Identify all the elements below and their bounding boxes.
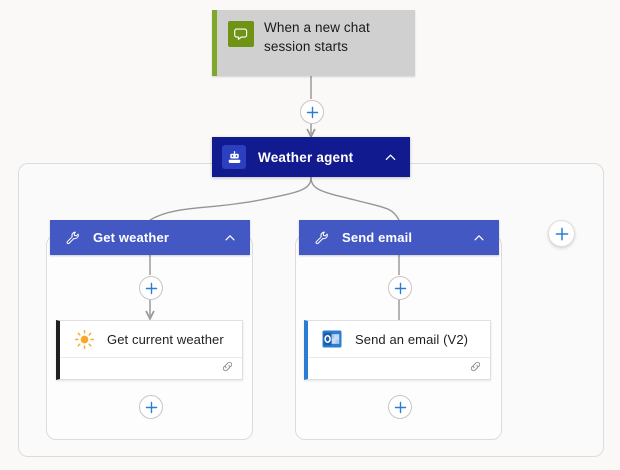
tool-node-send-email[interactable]: Send email [299,220,499,255]
wrench-icon [64,229,82,247]
chevron-up-icon[interactable] [383,150,398,165]
action-card-footer [60,357,242,379]
trigger-card[interactable]: When a new chat session starts [212,10,415,76]
add-step-in-get-weather-button[interactable] [139,276,163,300]
chevron-up-icon[interactable] [223,231,237,245]
action-card-get-current-weather[interactable]: Get current weather [56,320,243,380]
chat-bubble-icon [228,21,254,47]
agent-node-weather-agent[interactable]: Weather agent [212,137,410,177]
add-step-below-get-weather-button[interactable] [139,395,163,419]
action-card-send-an-email[interactable]: Send an email (V2) [304,320,491,380]
chevron-up-icon[interactable] [472,231,486,245]
sun-icon [72,327,96,351]
add-step-in-send-email-button[interactable] [388,276,412,300]
add-tool-to-agent-button[interactable] [548,220,575,247]
tool-node-get-weather[interactable]: Get weather [50,220,250,255]
add-step-after-trigger-button[interactable] [300,100,324,124]
robot-icon [222,145,246,169]
tool-title: Get weather [93,230,170,245]
tool-title: Send email [342,230,413,245]
wrench-icon [313,229,331,247]
outlook-icon [320,327,344,351]
link-icon[interactable] [221,360,234,378]
agent-title: Weather agent [258,149,354,165]
add-step-below-send-email-button[interactable] [388,395,412,419]
action-title: Send an email (V2) [355,331,469,347]
link-icon[interactable] [469,360,482,378]
action-title: Get current weather [107,331,224,347]
trigger-title: When a new chat session starts [264,20,370,54]
action-card-footer [308,357,490,379]
